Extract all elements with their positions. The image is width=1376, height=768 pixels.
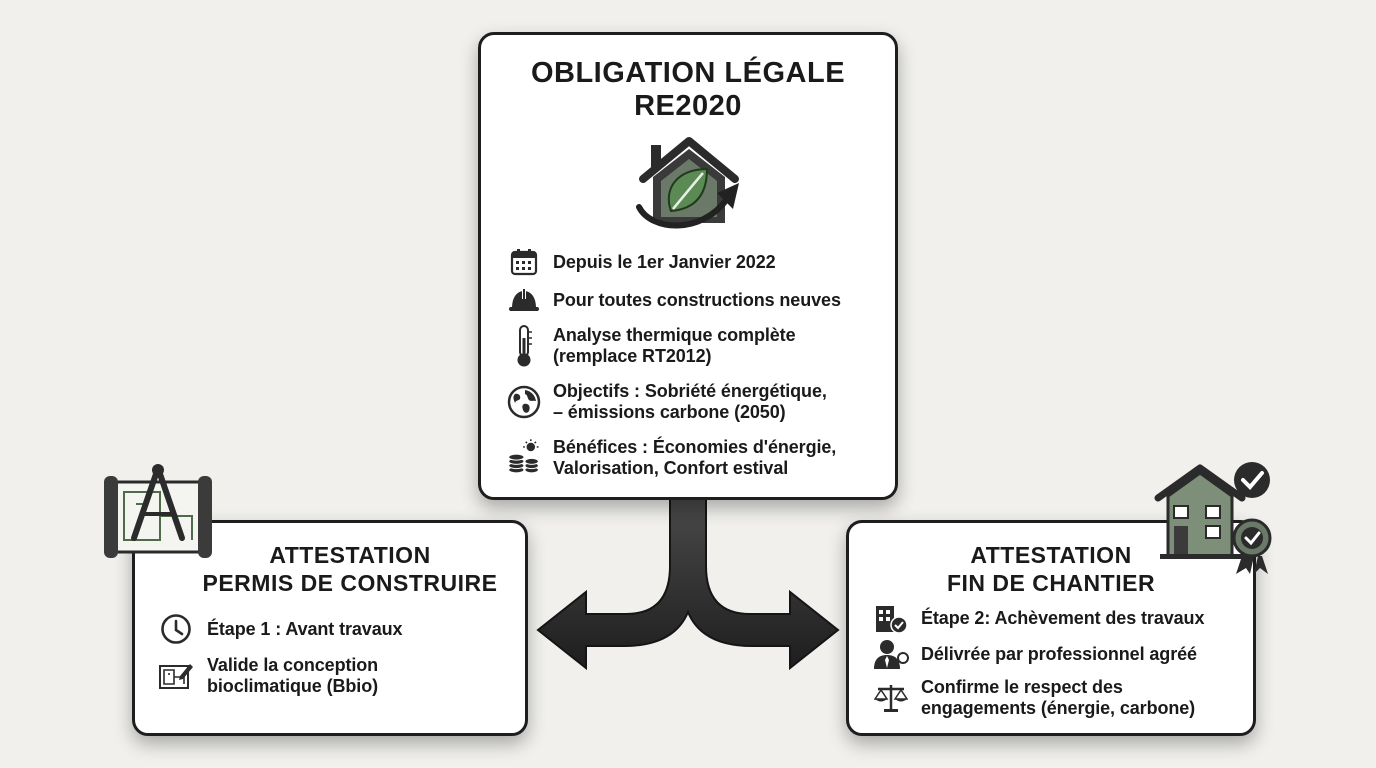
blueprint-compass-icon bbox=[104, 464, 212, 558]
permis-item-step-text: Étape 1 : Avant travaux bbox=[207, 618, 403, 639]
obligation-item-benefits-line1: Bénéfices : Économies d'énergie, bbox=[553, 437, 837, 457]
chantier-item-professional: Délivrée par professionnel agréé bbox=[871, 637, 1251, 671]
obligation-title-line2: RE2020 bbox=[634, 90, 742, 122]
chantier-item-compliance-line1: Confirme le respect des bbox=[921, 677, 1123, 697]
clock-icon bbox=[157, 611, 195, 647]
calendar-icon bbox=[507, 245, 541, 279]
permis-title: ATTESTATION PERMIS DE CONSTRUIRE bbox=[175, 541, 525, 597]
obligation-item-benefits: Bénéfices : Économies d'énergie, Valoris… bbox=[507, 435, 887, 481]
permis-item-bbio-line2: bioclimatique (Bbio) bbox=[207, 676, 378, 696]
hard-hat-icon bbox=[507, 283, 541, 317]
permis-item-step: Étape 1 : Avant travaux bbox=[157, 611, 517, 647]
chantier-title-line2: FIN DE CHANTIER bbox=[946, 570, 1156, 596]
chantier-item-professional-text: Délivrée par professionnel agréé bbox=[921, 643, 1197, 664]
professional-icon bbox=[871, 637, 911, 671]
obligation-item-goals-line2: – émissions carbone (2050) bbox=[553, 402, 786, 422]
building-check-icon bbox=[871, 601, 911, 635]
obligation-title: OBLIGATION LÉGALE RE2020 bbox=[481, 57, 895, 123]
obligation-title-line1: OBLIGATION LÉGALE bbox=[530, 57, 846, 89]
split-arrow-connector bbox=[536, 496, 840, 671]
globe-icon bbox=[507, 379, 541, 425]
permis-attestation-card: ATTESTATION PERMIS DE CONSTRUIRE Étape 1… bbox=[132, 520, 528, 736]
chantier-title: ATTESTATION FIN DE CHANTIER bbox=[889, 541, 1213, 597]
chantier-item-step-text: Étape 2: Achèvement des travaux bbox=[921, 607, 1205, 628]
chantier-item-compliance-line2: engagements (énergie, carbone) bbox=[921, 698, 1196, 718]
obligation-item-scope-text: Pour toutes constructions neuves bbox=[553, 289, 841, 310]
chantier-item-step: Étape 2: Achèvement des travaux bbox=[871, 601, 1251, 635]
obligation-item-date: Depuis le 1er Janvier 2022 bbox=[507, 245, 887, 279]
obligation-item-thermal-line1: Analyse thermique complète bbox=[553, 325, 796, 345]
obligation-item-goals-line1: Objectifs : Sobriété énergétique, bbox=[553, 381, 827, 401]
permis-title-line2: PERMIS DE CONSTRUIRE bbox=[202, 570, 498, 596]
obligation-item-thermal: Analyse thermique complète (remplace RT2… bbox=[507, 323, 887, 369]
obligation-item-thermal-line2: (remplace RT2012) bbox=[553, 346, 712, 366]
obligation-item-scope: Pour toutes constructions neuves bbox=[507, 283, 887, 317]
obligation-item-benefits-line2: Valorisation, Confort estival bbox=[553, 458, 789, 478]
scales-icon bbox=[871, 675, 911, 721]
house-leaf-arrow-icon bbox=[636, 137, 739, 229]
re2020-obligation-card: OBLIGATION LÉGALE RE2020 Depuis le 1er J… bbox=[478, 32, 898, 500]
chantier-title-line1: ATTESTATION bbox=[970, 542, 1132, 568]
house-certified-icon bbox=[1154, 462, 1272, 574]
blueprint-pencil-icon bbox=[157, 653, 195, 699]
thermometer-icon bbox=[507, 323, 541, 369]
obligation-item-goals: Objectifs : Sobriété énergétique, – émis… bbox=[507, 379, 887, 425]
sun-coins-icon bbox=[507, 435, 541, 481]
obligation-item-date-text: Depuis le 1er Janvier 2022 bbox=[553, 251, 776, 272]
permis-title-line1: ATTESTATION bbox=[269, 542, 431, 568]
permis-item-bbio-line1: Valide la conception bbox=[207, 655, 379, 675]
permis-item-bbio: Valide la conception bioclimatique (Bbio… bbox=[157, 653, 517, 699]
chantier-item-compliance: Confirme le respect des engagements (éne… bbox=[871, 675, 1251, 721]
